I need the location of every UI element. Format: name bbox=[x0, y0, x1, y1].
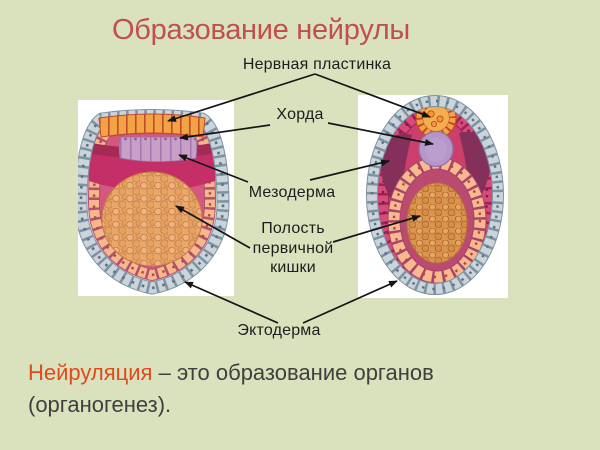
gastrula-yolk bbox=[101, 171, 203, 267]
gastrula-notochord-band bbox=[118, 136, 198, 163]
neurula-diagram bbox=[366, 95, 504, 295]
label-ectoderm: Эктодерма bbox=[237, 322, 321, 339]
neurula-mesoderm-left-wing bbox=[378, 133, 412, 213]
caption-term: Нейруляция bbox=[28, 360, 153, 385]
label-primary-gut-cavity: Полость первичной кишки bbox=[252, 220, 334, 276]
slide-title: Образование нейрулы bbox=[112, 14, 410, 46]
archenteron-ring-nuclei bbox=[392, 161, 482, 279]
neurula-yolk bbox=[406, 182, 468, 264]
caption: Нейруляция – это образование органов (ор… bbox=[28, 357, 483, 421]
gastrula-diagram bbox=[78, 109, 230, 295]
endoderm-ring-nuclei bbox=[92, 126, 212, 277]
ectoderm-ring-nuclei bbox=[79, 114, 225, 290]
neurula-mesoderm-right-wing bbox=[459, 131, 493, 211]
caption-definition: – это образование органов (органогенез). bbox=[28, 360, 434, 417]
label-notochord: Хорда bbox=[276, 106, 324, 123]
endoderm-ring-cells bbox=[88, 123, 216, 281]
label-neural-plate: Нервная пластинка bbox=[242, 56, 392, 73]
label-mesoderm: Мезодерма bbox=[248, 184, 336, 201]
neurula-notochord bbox=[418, 130, 454, 168]
neurula-ectoderm-ring-nuclei bbox=[370, 99, 500, 291]
